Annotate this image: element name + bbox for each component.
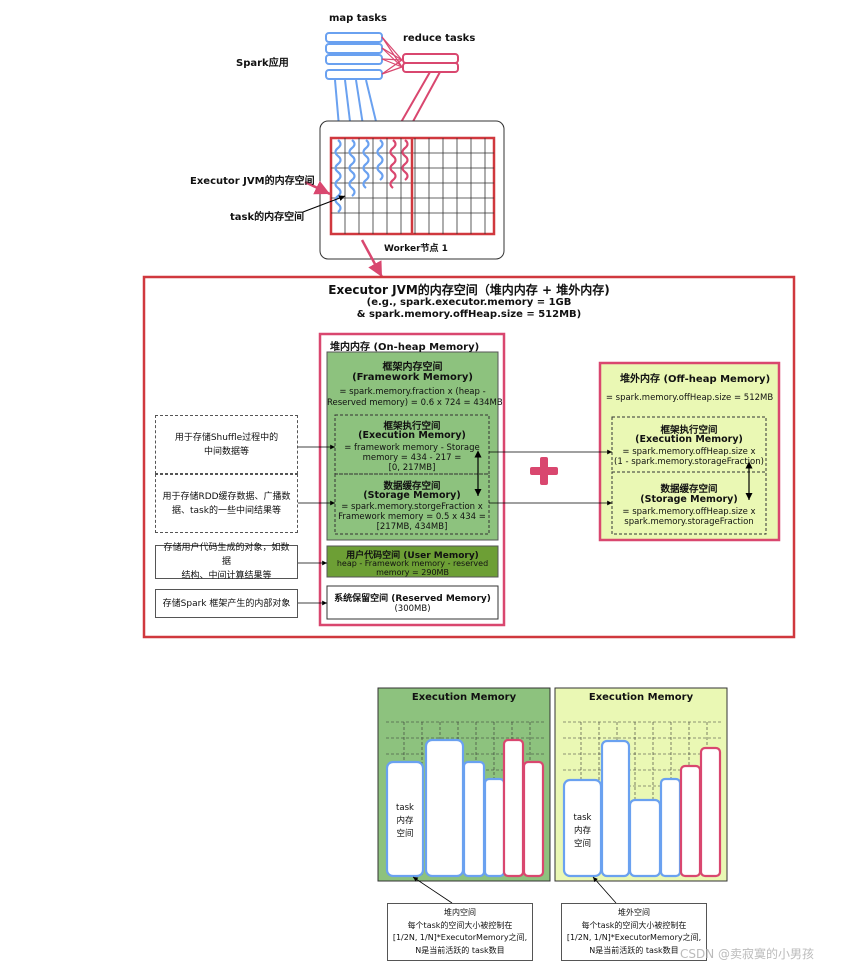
reserved-memory-title: 系统保留空间 (Reserved Memory) [334, 594, 491, 604]
executor-title: Executor JVM的内存空间（堆内内存 + 堆外内存) [328, 283, 610, 297]
right-caption-line4: N是当前活跃的 task数目 [589, 945, 679, 955]
executor-example-2: & spark.memory.offHeap.size = 512MB) [356, 309, 582, 320]
framework-box [326, 351, 499, 541]
offheap-storage-en: (Storage Memory) [640, 494, 738, 505]
user-memory-formula-1: heap - Framework memory - reserved [336, 559, 489, 568]
right-caption-line3: [1/2N, 1/N]*ExecutorMemory之间, [566, 933, 702, 942]
note-shuffle: 用于存储Shuffle过程中的中间数据等 [155, 415, 298, 474]
reduce-task-bars [402, 53, 459, 73]
onheap-storage-formula-1: = spark.memory.storgeFraction x [341, 502, 483, 512]
framework-en: (Framework Memory) [352, 372, 473, 383]
offheap-exec-title: 框架执行空间 [660, 425, 718, 436]
task-space-label: task的内存空间 [230, 212, 305, 223]
note-user-line2: 结构、中间计算结果等 [181, 571, 272, 581]
worker-node-label: Worker节点 1 [384, 244, 448, 254]
bottom-right-task-line3: 空间 [573, 839, 591, 849]
right-caption-line1: 堆外空间 [617, 908, 650, 917]
reserved-memory-box [326, 585, 499, 620]
onheap-exec-title: 框架执行空间 [383, 421, 441, 432]
note-user: 存储用户代码生成的对象，如数据结构、中间计算结果等 [155, 543, 298, 581]
bottom-right-task-bars [562, 739, 722, 878]
reduce-tasks-label: reduce tasks [403, 33, 476, 44]
onheap-exec-formula-1: = framework memory - Storage [344, 443, 480, 453]
task-space-pointer [302, 195, 346, 213]
bottom-right-title: Execution Memory [588, 692, 694, 703]
onheap-storage-title: 数据缓存空间 [383, 481, 441, 492]
onheap-storage-en: (Storage Memory) [363, 490, 461, 501]
bottom-left-title: Execution Memory [411, 692, 517, 703]
onheap-storage-formula-2: Framework memory = 0.5 x 434 = [338, 512, 486, 522]
note-reserved-line1: 存储Spark 框架产生的内部对象 [162, 598, 291, 609]
offheap-storage-formula-2: spark.memory.storageFraction [624, 517, 754, 527]
framework-formula-1: = spark.memory.fraction x (heap - [339, 387, 486, 397]
onheap-title: 堆内内存 (On-heap Memory) [330, 342, 480, 353]
note-rdd-line1: 用于存储RDD缓存数据、广播数 [162, 491, 291, 502]
left-caption: 堆内空间 每个task的空间大小被控制在 [1/2N, 1/N]*Executo… [387, 903, 533, 961]
note-shuffle-line1: 用于存储Shuffle过程中的 [174, 432, 279, 443]
map-task-bars [325, 32, 383, 80]
note-shuffle-line2: 中间数据等 [203, 446, 249, 457]
right-caption-pointer [592, 876, 617, 904]
offheap-exec-formula-2: (1 - spark.memory.storageFraction) [614, 457, 764, 467]
bottom-left-task-line2: 内存 [396, 816, 414, 826]
note-user-line1: 存储用户代码生成的对象，如数据 [163, 543, 290, 567]
framework-formula-2: Reserved memory) = 0.6 x 724 = 434MB [327, 398, 503, 408]
bottom-left-task-line1: task [396, 803, 414, 813]
spark-app-label: Spark应用 [236, 58, 289, 69]
worker-to-executor-arrow [360, 239, 384, 278]
user-memory-title: 用户代码空间 (User Memory) [346, 551, 479, 561]
executor-jvm-label: Executor JVM的内存空间 [190, 176, 315, 187]
bottom-left-task-label: task 内存 空间 [387, 802, 423, 841]
offheap-storage-formula-1: = spark.memory.offHeap.size x [622, 507, 756, 517]
right-caption-line2: 每个task的空间大小被控制在 [581, 920, 687, 930]
framework-title: 框架内存空间 [382, 362, 443, 373]
note-reserved: 存储Spark 框架产生的内部对象 [155, 589, 298, 618]
offheap-size: = spark.memory.offHeap.size = 512MB [605, 393, 774, 403]
bottom-left-task-line3: 空间 [396, 829, 414, 839]
note-arrows [298, 444, 335, 606]
executor-jvm-pointer [304, 180, 331, 196]
user-memory-box [326, 545, 499, 578]
left-caption-line2: 每个task的空间大小被控制在 [407, 920, 513, 930]
user-memory-formula-2: memory = 290MB [376, 568, 449, 577]
onheap-exec-formula-2: memory = 434 - 217 = [362, 453, 462, 463]
offheap-storage-title: 数据缓存空间 [660, 484, 718, 495]
offheap-box [598, 361, 781, 542]
task-memory-waves [334, 139, 409, 213]
offheap-title: 堆外内存 (Off-heap Memory) [620, 374, 771, 385]
onheap-exec-en: (Execution Memory) [358, 430, 466, 441]
note-rdd-line2: 据、task的一些中间结果等 [172, 505, 281, 516]
right-caption: 堆外空间 每个task的空间大小被控制在 [1/2N, 1/N]*Executo… [561, 903, 707, 961]
onheap-storage-box [334, 473, 490, 535]
map-tasks-label: map tasks [329, 13, 387, 24]
reserved-memory-size: (300MB) [394, 604, 431, 614]
offheap-exec-formula-1: = spark.memory.offHeap.size x [622, 447, 756, 457]
shuffle-lines [381, 36, 403, 75]
bottom-left-task-bars [385, 738, 545, 878]
left-caption-line4: N是当前活跃的 task数目 [415, 945, 505, 955]
bottom-right-task-line2: 内存 [573, 826, 591, 836]
executor-example-1: (e.g., spark.executor.memory = 1GB [366, 297, 572, 308]
left-caption-pointer [412, 876, 453, 904]
left-caption-line1: 堆内空间 [443, 908, 476, 917]
watermark: CSDN @卖寂寞的小男孩 [680, 947, 815, 961]
onheap-storage-formula-3: [217MB, 434MB] [376, 522, 448, 532]
bottom-right-task-line1: task [573, 813, 592, 823]
offheap-exec-en: (Execution Memory) [635, 434, 743, 445]
plus-icon [530, 457, 558, 485]
note-rdd: 用于存储RDD缓存数据、广播数据、task的一些中间结果等 [155, 474, 298, 533]
onheap-exec-formula-3: [0, 217MB] [388, 463, 436, 473]
left-caption-line3: [1/2N, 1/N]*ExecutorMemory之间, [392, 933, 528, 942]
bottom-right-task-label: task 内存 空间 [564, 812, 601, 851]
